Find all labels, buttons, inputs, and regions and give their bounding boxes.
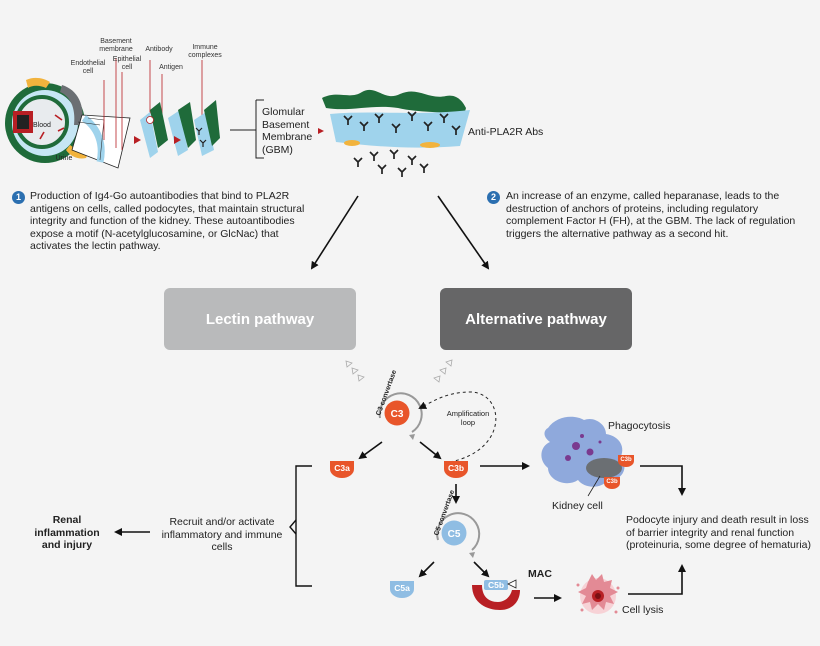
blood-label: Blood [33,122,51,129]
arrow-c5-to-c5a [418,561,435,578]
recruit-label: Recruit and/or activate inflammatory and… [161,516,283,553]
arrow-c3-to-c3a [358,441,383,460]
c3-convertase [378,392,423,440]
step-2-text: An increase of an enzyme, called heparan… [506,190,796,240]
pathway-chevrons [345,359,453,383]
arrow-to-alternative [437,195,490,270]
phago-c3b-label-2: C3b [606,479,618,485]
immune-complexes-label: Immune complexes [188,44,222,59]
c3b-label: C3b [448,463,464,473]
antibody-label: Antibody [145,46,173,53]
mac-label: MAC [528,568,552,580]
cell-lysis-label: Cell lysis [622,604,664,616]
c3b-shape [444,461,468,478]
c5a-shape [390,581,414,598]
arrow-c3-to-c3b [419,441,442,460]
endothelial-cell-label: Endothelial cell [70,60,106,75]
step-1-text: Production of Ig4-Go autoantibodies that… [30,190,305,252]
arrow-to-lectin [310,195,359,270]
gbm-detail [318,89,470,177]
gbm-bracket [255,99,264,159]
alternative-pathway-box: Alternative pathway [440,288,632,350]
kidney-cell-leader [587,475,601,497]
c3a-shape [330,461,354,478]
lectin-pathway-box: Lectin pathway [164,288,356,350]
lysed-cell [576,574,620,614]
lectin-pathway-label: Lectin pathway [205,310,315,328]
arrow-phagocytosis-to-podocyte [640,465,686,496]
small-arrow [134,136,141,144]
amplification-loop-label: Amplification loop [446,409,490,427]
renal-inflammation-label: Renal inflammation and injury [34,514,100,551]
bracket-point [289,519,297,535]
kidney-cell-label: Kidney cell [552,500,603,512]
c5-convertase [436,512,481,558]
c3-label: C3 [391,409,404,420]
c5a-label: C5a [394,583,410,593]
c3a-label: C3a [334,463,350,473]
c5-label: C5 [448,529,461,540]
c5b-label: C5b [488,580,504,590]
alternative-pathway-label: Alternative pathway [465,310,607,328]
left-bracket [295,465,312,587]
urine-label: Urine [56,155,73,162]
phago-c3b-label-1: C3b [620,457,632,463]
amplification-loop-arrow [418,391,497,463]
anti-pla2r-label: Anti-PLA2R Abs [468,126,544,138]
mac-complex [472,579,520,610]
podocyte-injury-label: Podocyte injury and death result in loss… [626,514,812,551]
phagocytosis-label: Phagocytosis [608,420,671,432]
arrow-c5-to-c5b [473,561,490,578]
gbm-label: Glomular Basement Membrane (GBM) [262,106,313,156]
step-2-badge: 2 [487,191,500,204]
arrow-lysis-to-podocyte [628,564,686,595]
antigen-label: Antigen [159,64,183,71]
epithelial-cell-label: Epithelial cell [112,56,142,71]
phagocyte [541,416,634,489]
basement-membrane-label: Basement membrane [99,38,133,53]
membrane-strips [140,100,220,158]
step-1-badge: 1 [12,191,25,204]
glomerulus-illustration [5,77,131,169]
small-arrow [174,136,181,144]
